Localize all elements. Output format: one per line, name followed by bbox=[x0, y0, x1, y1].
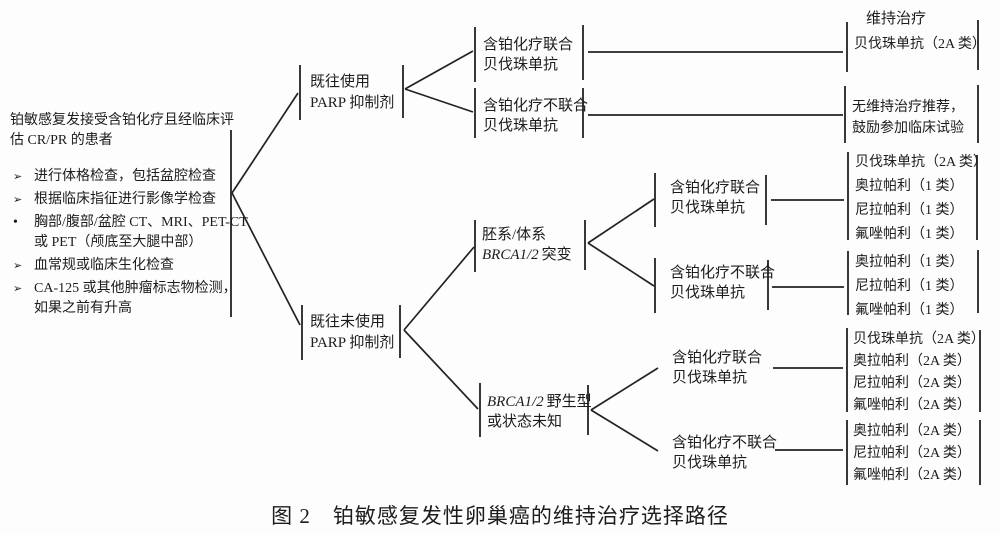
branch-lines bbox=[231, 50, 844, 452]
node-text: PARP 抑制剂 bbox=[310, 335, 395, 351]
node-text: 野生型 bbox=[546, 394, 592, 410]
patient-checklist: ➢ 进行体格检查，包括盆腔检查 ➢ 根据临床指征进行影像学检查 • 胸部/腹部/… bbox=[8, 167, 248, 319]
arrow-bullet-icon: ➢ bbox=[13, 193, 23, 206]
list-item-text: 或 PET（颅底至大腿中部） bbox=[34, 235, 203, 250]
result-group-mut-bev: 贝伐珠单抗（2A 类） 奥拉帕利（1 类） 尼拉帕利（1 类） 氟唑帕利（1 类… bbox=[855, 151, 987, 247]
node-text: 贝伐珠单抗 bbox=[672, 455, 748, 471]
node-text: 含铂化疗不联合 bbox=[672, 435, 778, 451]
node-text: 既往未使用 bbox=[310, 314, 386, 330]
node-text: 贝伐珠单抗 bbox=[483, 118, 559, 134]
result-bev-2a: 贝伐珠单抗（2A 类） bbox=[854, 35, 986, 55]
therapy-option: 奥拉帕利（2A 类） bbox=[853, 354, 971, 369]
therapy-option: 贝伐珠单抗（2A 类） bbox=[854, 37, 986, 52]
therapy-option: 奥拉帕利（1 类） bbox=[855, 179, 964, 194]
gene-name: BRCA1/2 bbox=[487, 394, 544, 410]
node-text: 含铂化疗联合 bbox=[670, 180, 761, 196]
list-item: • 胸部/腹部/盆腔 CT、MRI、PET-CT 或 PET（颅底至大腿中部） bbox=[8, 213, 248, 253]
node-text: 或状态未知 bbox=[487, 414, 563, 430]
patient-title: 铂敏感复发接受含铂化疗且经临床评 估 CR/PR 的患者 bbox=[8, 111, 242, 151]
result-no-maintenance: 无维持治疗推荐， 鼓励参加临床试验 bbox=[852, 97, 964, 139]
therapy-option: 氟唑帕利（1 类） bbox=[855, 303, 964, 318]
node-prior-parp: 既往使用 PARP 抑制剂 bbox=[310, 72, 394, 114]
patient-title-line: 估 CR/PR 的患者 bbox=[10, 133, 113, 148]
list-item: ➢ 根据临床指征进行影像学检查 bbox=[8, 190, 242, 210]
result-group-wt-bev: 贝伐珠单抗（2A 类） 奥拉帕利（2A 类） 尼拉帕利（2A 类） 氟唑帕利（2… bbox=[853, 329, 985, 417]
list-item-text: 进行体格检查，包括盆腔检查 bbox=[34, 169, 216, 184]
node-text: 突变 bbox=[541, 247, 572, 263]
node-text: 既往使用 bbox=[310, 74, 371, 90]
list-item-text: 根据临床指征进行影像学检查 bbox=[34, 192, 216, 207]
result-group-mut-nobev: 奥拉帕利（1 类） 尼拉帕利（1 类） 氟唑帕利（1 类） bbox=[855, 251, 964, 323]
list-item-text: CA-125 或其他肿瘤标志物检测， bbox=[34, 281, 237, 296]
therapy-option: 尼拉帕利（1 类） bbox=[855, 279, 964, 294]
node-chemo-with-bev-1: 含铂化疗联合 贝伐珠单抗 bbox=[483, 35, 573, 75]
figure-caption: 图 2 铂敏感复发性卵巢癌的维持治疗选择路径 bbox=[271, 504, 729, 528]
node-text: 贝伐珠单抗 bbox=[670, 200, 746, 216]
node-bars bbox=[230, 20, 981, 485]
arrow-bullet-icon: ➢ bbox=[13, 259, 23, 272]
therapy-option: 尼拉帕利（2A 类） bbox=[853, 446, 971, 461]
list-item-text: 血常规或临床生化检查 bbox=[34, 258, 174, 273]
dot-bullet-icon: • bbox=[13, 215, 18, 230]
node-chemo-without-bev-2: 含铂化疗不联合 贝伐珠单抗 bbox=[670, 263, 775, 303]
therapy-option: 贝伐珠单抗（2A 类） bbox=[853, 332, 985, 347]
therapy-option: 无维持治疗推荐， bbox=[852, 100, 964, 115]
node-text: 胚系/体系 bbox=[482, 227, 547, 243]
arrow-bullet-icon: ➢ bbox=[13, 170, 23, 183]
node-text: 贝伐珠单抗 bbox=[483, 57, 559, 73]
node-chemo-with-bev-2: 含铂化疗联合 贝伐珠单抗 bbox=[670, 178, 760, 218]
node-text: 贝伐珠单抗 bbox=[670, 285, 746, 301]
node-text: 含铂化疗联合 bbox=[483, 37, 574, 53]
node-chemo-without-bev-1: 含铂化疗不联合 贝伐珠单抗 bbox=[483, 96, 588, 136]
patient-title-line: 铂敏感复发接受含铂化疗且经临床评 bbox=[10, 113, 234, 128]
node-chemo-without-bev-3: 含铂化疗不联合 贝伐珠单抗 bbox=[672, 433, 777, 473]
node-text: 含铂化疗联合 bbox=[672, 350, 763, 366]
node-text: 含铂化疗不联合 bbox=[670, 265, 776, 281]
therapy-option: 鼓励参加临床试验 bbox=[852, 121, 964, 136]
therapy-option: 尼拉帕利（2A 类） bbox=[853, 376, 971, 391]
list-item: ➢ 血常规或临床生化检查 bbox=[8, 256, 242, 276]
node-text: 含铂化疗不联合 bbox=[483, 98, 589, 114]
node-no-prior-parp: 既往未使用 PARP 抑制剂 bbox=[310, 312, 394, 354]
node-chemo-with-bev-3: 含铂化疗联合 贝伐珠单抗 bbox=[672, 348, 762, 388]
column-header-maintenance-therapy: 维持治疗 bbox=[866, 11, 927, 27]
therapy-option: 奥拉帕利（2A 类） bbox=[853, 424, 971, 439]
list-item: ➢ CA-125 或其他肿瘤标志物检测， 如果之前有升高 bbox=[8, 279, 242, 319]
therapy-option: 氟唑帕利（2A 类） bbox=[853, 398, 971, 413]
patient-criteria-panel: 铂敏感复发接受含铂化疗且经临床评 估 CR/PR 的患者 ➢ 进行体格检查，包括… bbox=[8, 111, 248, 322]
result-group-wt-nobev: 奥拉帕利（2A 类） 尼拉帕利（2A 类） 氟唑帕利（2A 类） bbox=[853, 421, 971, 487]
arrow-bullet-icon: ➢ bbox=[13, 282, 23, 295]
therapy-option: 氟唑帕利（2A 类） bbox=[853, 468, 971, 483]
list-item-text: 胸部/腹部/盆腔 CT、MRI、PET-CT bbox=[34, 215, 248, 230]
node-text: PARP 抑制剂 bbox=[310, 95, 395, 111]
therapy-option: 奥拉帕利（1 类） bbox=[855, 255, 964, 270]
list-item-text: 如果之前有升高 bbox=[34, 301, 132, 316]
gene-name: BRCA1/2 bbox=[482, 247, 539, 263]
therapy-option: 贝伐珠单抗（2A 类） bbox=[855, 155, 987, 170]
node-text: 贝伐珠单抗 bbox=[672, 370, 748, 386]
therapy-option: 尼拉帕利（1 类） bbox=[855, 203, 964, 218]
therapy-option: 氟唑帕利（1 类） bbox=[855, 227, 964, 242]
list-item: ➢ 进行体格检查，包括盆腔检查 bbox=[8, 167, 242, 187]
